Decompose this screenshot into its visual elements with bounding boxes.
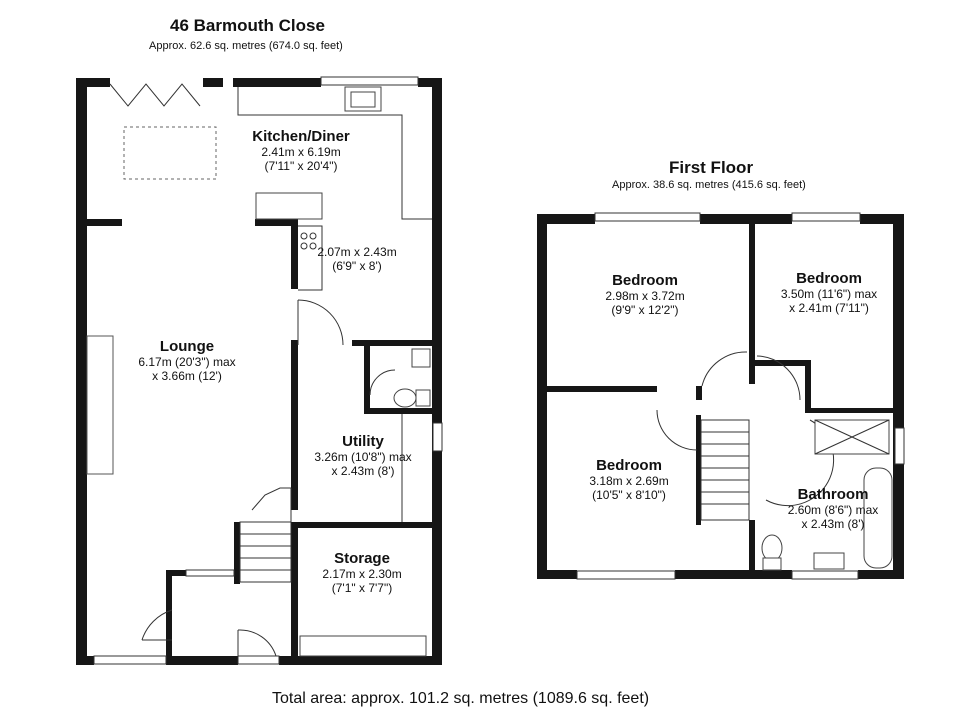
room-dimension: x 2.43m (8') [331, 464, 395, 478]
room-dimension: 2.07m x 2.43m [317, 245, 397, 259]
room-label-bedroom-3: Bedroom 3.18m x 2.69m (10'5" x 8'10") [564, 457, 694, 502]
bathroom-fittings [761, 419, 893, 571]
room-name: Kitchen/Diner [252, 128, 350, 145]
room-label-utility: Utility 3.26m (10'8") max x 2.43m (8') [298, 433, 428, 478]
room-dimension: (7'1" x 7'7") [331, 581, 393, 595]
room-label-kitchen-diner: Kitchen/Diner 2.41m x 6.19m (7'11" x 20'… [236, 128, 366, 173]
room-dimension: 2.41m x 6.19m [261, 145, 341, 159]
room-dimension: 6.17m (20'3") max [138, 355, 236, 369]
ground-floor-windows [93, 76, 443, 665]
ground-floor-walls [76, 78, 442, 665]
room-name: Lounge [159, 338, 215, 355]
room-dimension: (9'9" x 12'2") [611, 303, 679, 317]
room-dimension: (7'11" x 20'4") [264, 159, 338, 173]
ground-floor-stairs [239, 487, 292, 583]
first-floor-stairs [700, 419, 750, 521]
room-name: Bathroom [797, 486, 869, 503]
front-door [141, 609, 173, 641]
utility-fittings [297, 299, 431, 522]
room-dimension: (6'9" x 8') [332, 259, 382, 273]
ground-floor-title: 46 Barmouth Close [170, 16, 325, 35]
room-name: Bedroom [612, 272, 678, 289]
porch-door [237, 629, 277, 657]
room-dimension: 3.26m (10'8") max [314, 450, 412, 464]
room-dimension: x 2.43m (8') [801, 517, 865, 531]
first-floor-title: First Floor [669, 158, 754, 177]
room-dimension: x 2.41m (7'11") [789, 301, 869, 315]
room-dimension: 2.98m x 3.72m [605, 289, 685, 303]
first-floor-walls [537, 214, 904, 579]
ground-floor-area: Approx. 62.6 sq. metres (674.0 sq. feet) [149, 40, 343, 52]
room-name: Utility [342, 433, 384, 450]
room-label-bathroom: Bathroom 2.60m (8'6") max x 2.43m (8') [768, 486, 898, 531]
room-name: Bedroom [596, 457, 662, 474]
room-label-storage: Storage 2.17m x 2.30m (7'1" x 7'7") [302, 550, 422, 595]
room-label-bedroom-1: Bedroom 2.98m x 3.72m (9'9" x 12'2") [580, 272, 710, 317]
first-floor-area: Approx. 38.6 sq. metres (415.6 sq. feet) [612, 179, 806, 191]
total-area: Total area: approx. 101.2 sq. metres (10… [272, 690, 650, 707]
room-dimension: 2.17m x 2.30m [322, 567, 402, 581]
lounge-alcove [86, 335, 114, 475]
kitchen-fittings [123, 86, 432, 291]
first-floor-windows [576, 212, 905, 580]
room-dimension: 3.50m (11'6") max [780, 287, 878, 301]
room-dimension: x 3.66m (12') [152, 369, 222, 383]
room-label-lounge: Lounge 6.17m (20'3") max x 3.66m (12') [117, 338, 257, 383]
room-dimension: 2.60m (8'6") max [787, 503, 879, 517]
room-label-kitchen-area: 2.07m x 2.43m (6'9" x 8') [307, 245, 407, 273]
room-dimension: (10'5" x 8'10") [592, 488, 666, 502]
room-dimension: 3.18m x 2.69m [589, 474, 669, 488]
room-label-bedroom-2: Bedroom 3.50m (11'6") max x 2.41m (7'11"… [764, 270, 894, 315]
storage-cupboard [299, 635, 427, 657]
room-name: Storage [334, 550, 390, 567]
bifold-doors [109, 83, 201, 107]
room-name: Bedroom [796, 270, 862, 287]
